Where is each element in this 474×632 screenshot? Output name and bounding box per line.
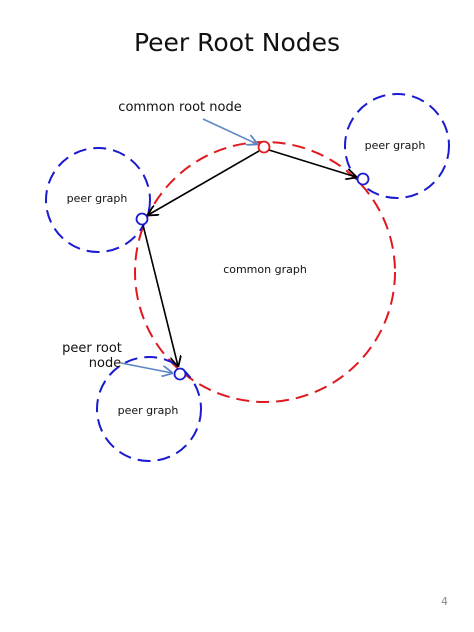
edge-common-root-to-left-peer [148,150,260,215]
peer-root-node-label-line2: node [89,356,121,371]
peer-root-node-label-line1: peer root [62,341,122,356]
peer-graph-circle-left [45,147,151,253]
slide-title: Peer Root Nodes [133,28,341,57]
edge-left-peer-to-bottom-peer [142,224,178,366]
common-graph-label: common graph [223,263,307,276]
peer-root-node-left [135,212,149,226]
peer-graph-label-left: peer graph [67,192,128,205]
common-root-node-label: common root node [118,100,241,115]
peer-graph-circle-right [344,93,450,199]
page-number: 4 [441,595,448,608]
peer-root-node-right [356,172,370,186]
peer-graph-label-bottom: peer graph [118,404,179,417]
peer-graph-label-right: peer graph [365,139,426,152]
peer-graph-circle-bottom [96,356,202,462]
edge-common-root-to-right-peer [268,149,356,177]
callout-arrow-common-root [202,118,257,144]
callout-arrow-peer-root [120,362,172,373]
peer-root-node-bottom [173,367,187,381]
common-root-node [257,140,271,154]
